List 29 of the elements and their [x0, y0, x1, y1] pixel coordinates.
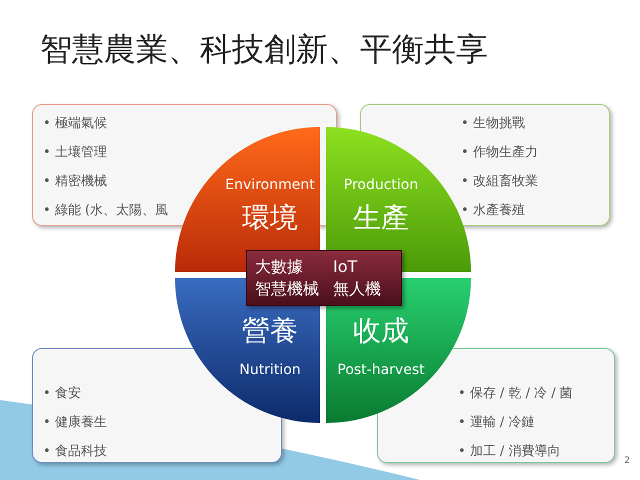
panel-label: IoT	[333, 256, 358, 278]
list-item: • 健康養生	[43, 414, 107, 432]
segment-label: 環境	[241, 200, 299, 236]
list-item: • 加工 / 消費導向	[458, 443, 562, 461]
segment-label: Nutrition	[238, 362, 302, 378]
list-item: • 水產養殖	[461, 202, 526, 220]
list-item: • 精密機械	[43, 173, 108, 191]
panel-label: 智慧機械	[255, 278, 319, 300]
list-item: • 作物生產力	[461, 144, 538, 162]
panel-label: 無人機	[333, 278, 381, 300]
list-item: • 食安	[43, 385, 82, 403]
list-item: • 食品科技	[43, 443, 107, 461]
segment-label: Post-harvest	[336, 362, 426, 378]
list-item: • 極端氣候	[43, 115, 108, 133]
panel-label: 大數據	[255, 256, 304, 278]
list-item: • 生物挑戰	[461, 115, 526, 133]
tech-panel	[246, 250, 402, 306]
segment-label: Production	[342, 177, 420, 193]
segment-label: Environment	[224, 177, 316, 193]
page-number: 2	[624, 456, 630, 466]
list-item: • 土壤管理	[43, 144, 108, 162]
list-item: • 保存 / 乾 / 冷 / 菌	[458, 385, 573, 403]
segment-label: 收成	[352, 313, 410, 349]
list-item: • 運輸 / 冷鏈	[458, 414, 536, 432]
list-item: • 綠能 (水、太陽、風	[43, 202, 168, 220]
segment-label: 營養	[241, 313, 299, 349]
slide-title: 智慧農業、科技創新、平衡共享	[40, 29, 488, 70]
list-item: • 改組畜牧業	[461, 173, 538, 191]
segment-label: 生產	[352, 200, 410, 236]
